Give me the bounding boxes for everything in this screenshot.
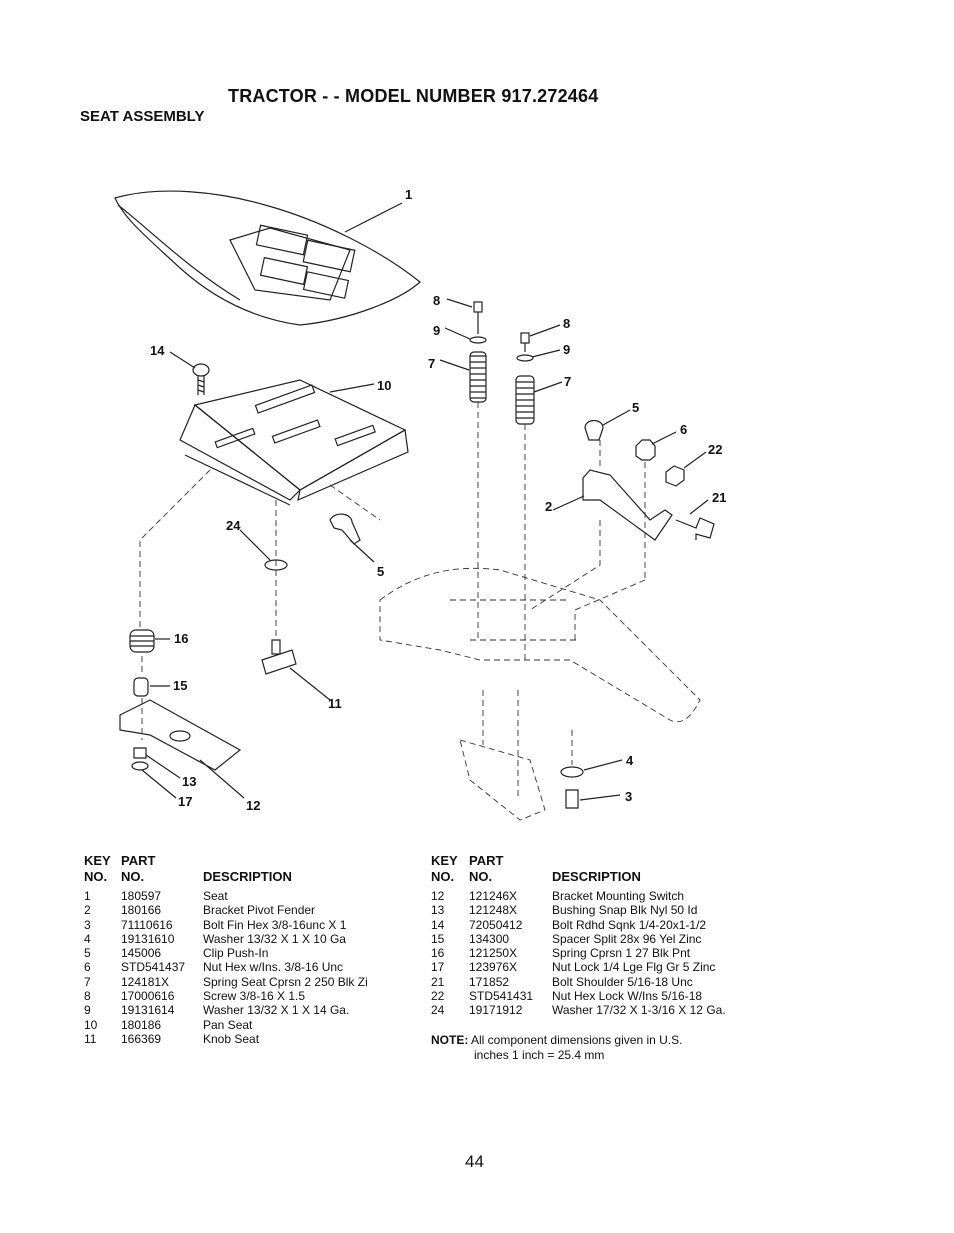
callout-24: 24 [226,518,241,533]
callout-8b: 8 [563,316,570,331]
col-partno-header: NO. [121,869,145,884]
col-desc-header: DESCRIPTION [552,869,641,884]
callout-8a: 8 [433,293,440,308]
col-no-header: NO. [431,869,455,884]
callout-14: 14 [150,343,165,358]
nut-22-drawing [665,465,685,487]
seat-assembly-diagram: 1 8 9 7 8 9 7 5 6 22 21 2 14 10 24 5 16 … [114,187,726,821]
col-part-header: PART [121,853,156,868]
dimensions-note: NOTE: All component dimensions given in … [431,1033,682,1062]
spring-7a-drawing [469,301,487,403]
note-label: NOTE: [431,1033,469,1047]
callout-7b: 7 [564,374,571,389]
callout-15: 15 [173,678,187,693]
section-title: SEAT ASSEMBLY [80,108,205,125]
col-part-header: PART [469,853,504,868]
col-key-header: KEY [431,853,458,868]
callout-16: 16 [174,631,188,646]
callout-1: 1 [405,187,412,202]
callout-10: 10 [377,378,391,393]
seat-drawing [114,190,421,326]
bolt-14-drawing [192,363,210,395]
callout-7a: 7 [428,356,435,371]
spring-16-drawing [129,629,155,697]
callout-9b: 9 [563,342,570,357]
bolt-21-drawing [675,517,715,540]
callout-9a: 9 [433,323,440,338]
callout-3: 3 [625,789,632,804]
nut-6-drawing [635,439,656,461]
col-no-header: NO. [84,869,108,884]
callout-11: 11 [328,696,342,711]
callout-5a: 5 [632,400,639,415]
callout-6: 6 [680,422,687,437]
note-line-2: inches 1 inch = 25.4 mm [474,1047,605,1062]
callout-4: 4 [626,753,634,768]
callout-2: 2 [545,499,552,514]
note-line-1: All component dimensions given in U.S. [471,1033,683,1047]
bolt-3-drawing [565,789,579,809]
col-desc-header: DESCRIPTION [203,869,292,884]
spring-7b-drawing [515,332,535,425]
bracket-2-drawing [582,469,673,541]
seat-pan-drawing [179,379,409,506]
clip-5-drawing [584,419,604,441]
callout-12: 12 [246,798,260,813]
callout-21: 21 [712,490,726,505]
knob-11-drawing [261,639,297,675]
callout-22: 22 [708,442,722,457]
page-number: 44 [465,1152,484,1171]
col-key-header: KEY [84,853,111,868]
bracket-12-drawing [119,699,242,771]
callout-13: 13 [182,774,196,789]
col-partno-header: NO. [469,869,493,884]
callout-17: 17 [178,794,192,809]
page-title: TRACTOR - - MODEL NUMBER 917.272464 [228,86,599,106]
callout-5b: 5 [377,564,384,579]
